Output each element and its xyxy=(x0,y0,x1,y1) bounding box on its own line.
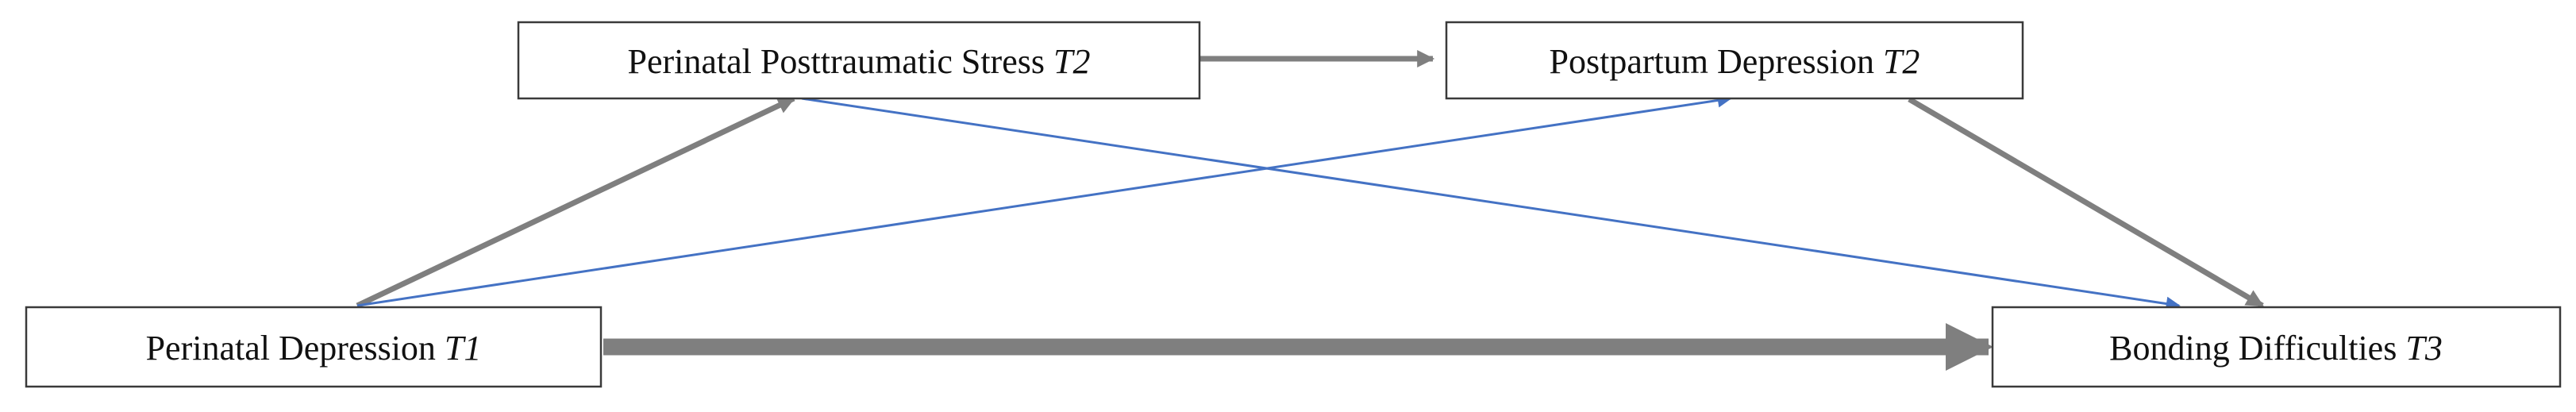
node-label-bonding-difficulties-t3: Bonding Difficulties T3 xyxy=(2109,329,2443,368)
node-perinatal-depression-t1: Perinatal Depression T1 xyxy=(25,306,603,388)
node-postpartum-depression-t2: Postpartum Depression T2 xyxy=(1445,21,2024,100)
edge-depression-t1-to-postpartum-depression-t2 xyxy=(356,93,1732,307)
node-label-perinatal-pts-t2: Perinatal Posttraumatic Stress T2 xyxy=(628,42,1091,81)
node-perinatal-pts-t2: Perinatal Posttraumatic Stress T2 xyxy=(517,21,1201,100)
node-label-perinatal-depression-t1: Perinatal Depression T1 xyxy=(146,329,482,368)
edge-postpartum-depression-t2-to-bonding-t3 xyxy=(1908,96,2264,309)
edges xyxy=(356,50,2264,371)
edge-depression-t1-to-pts-t2 xyxy=(356,95,795,309)
node-label-postpartum-depression-t2: Postpartum Depression T2 xyxy=(1550,42,1920,81)
edge-pts-t2-to-bonding-t3 xyxy=(801,97,2181,311)
node-bonding-difficulties-t3: Bonding Difficulties T3 xyxy=(1991,306,2562,388)
